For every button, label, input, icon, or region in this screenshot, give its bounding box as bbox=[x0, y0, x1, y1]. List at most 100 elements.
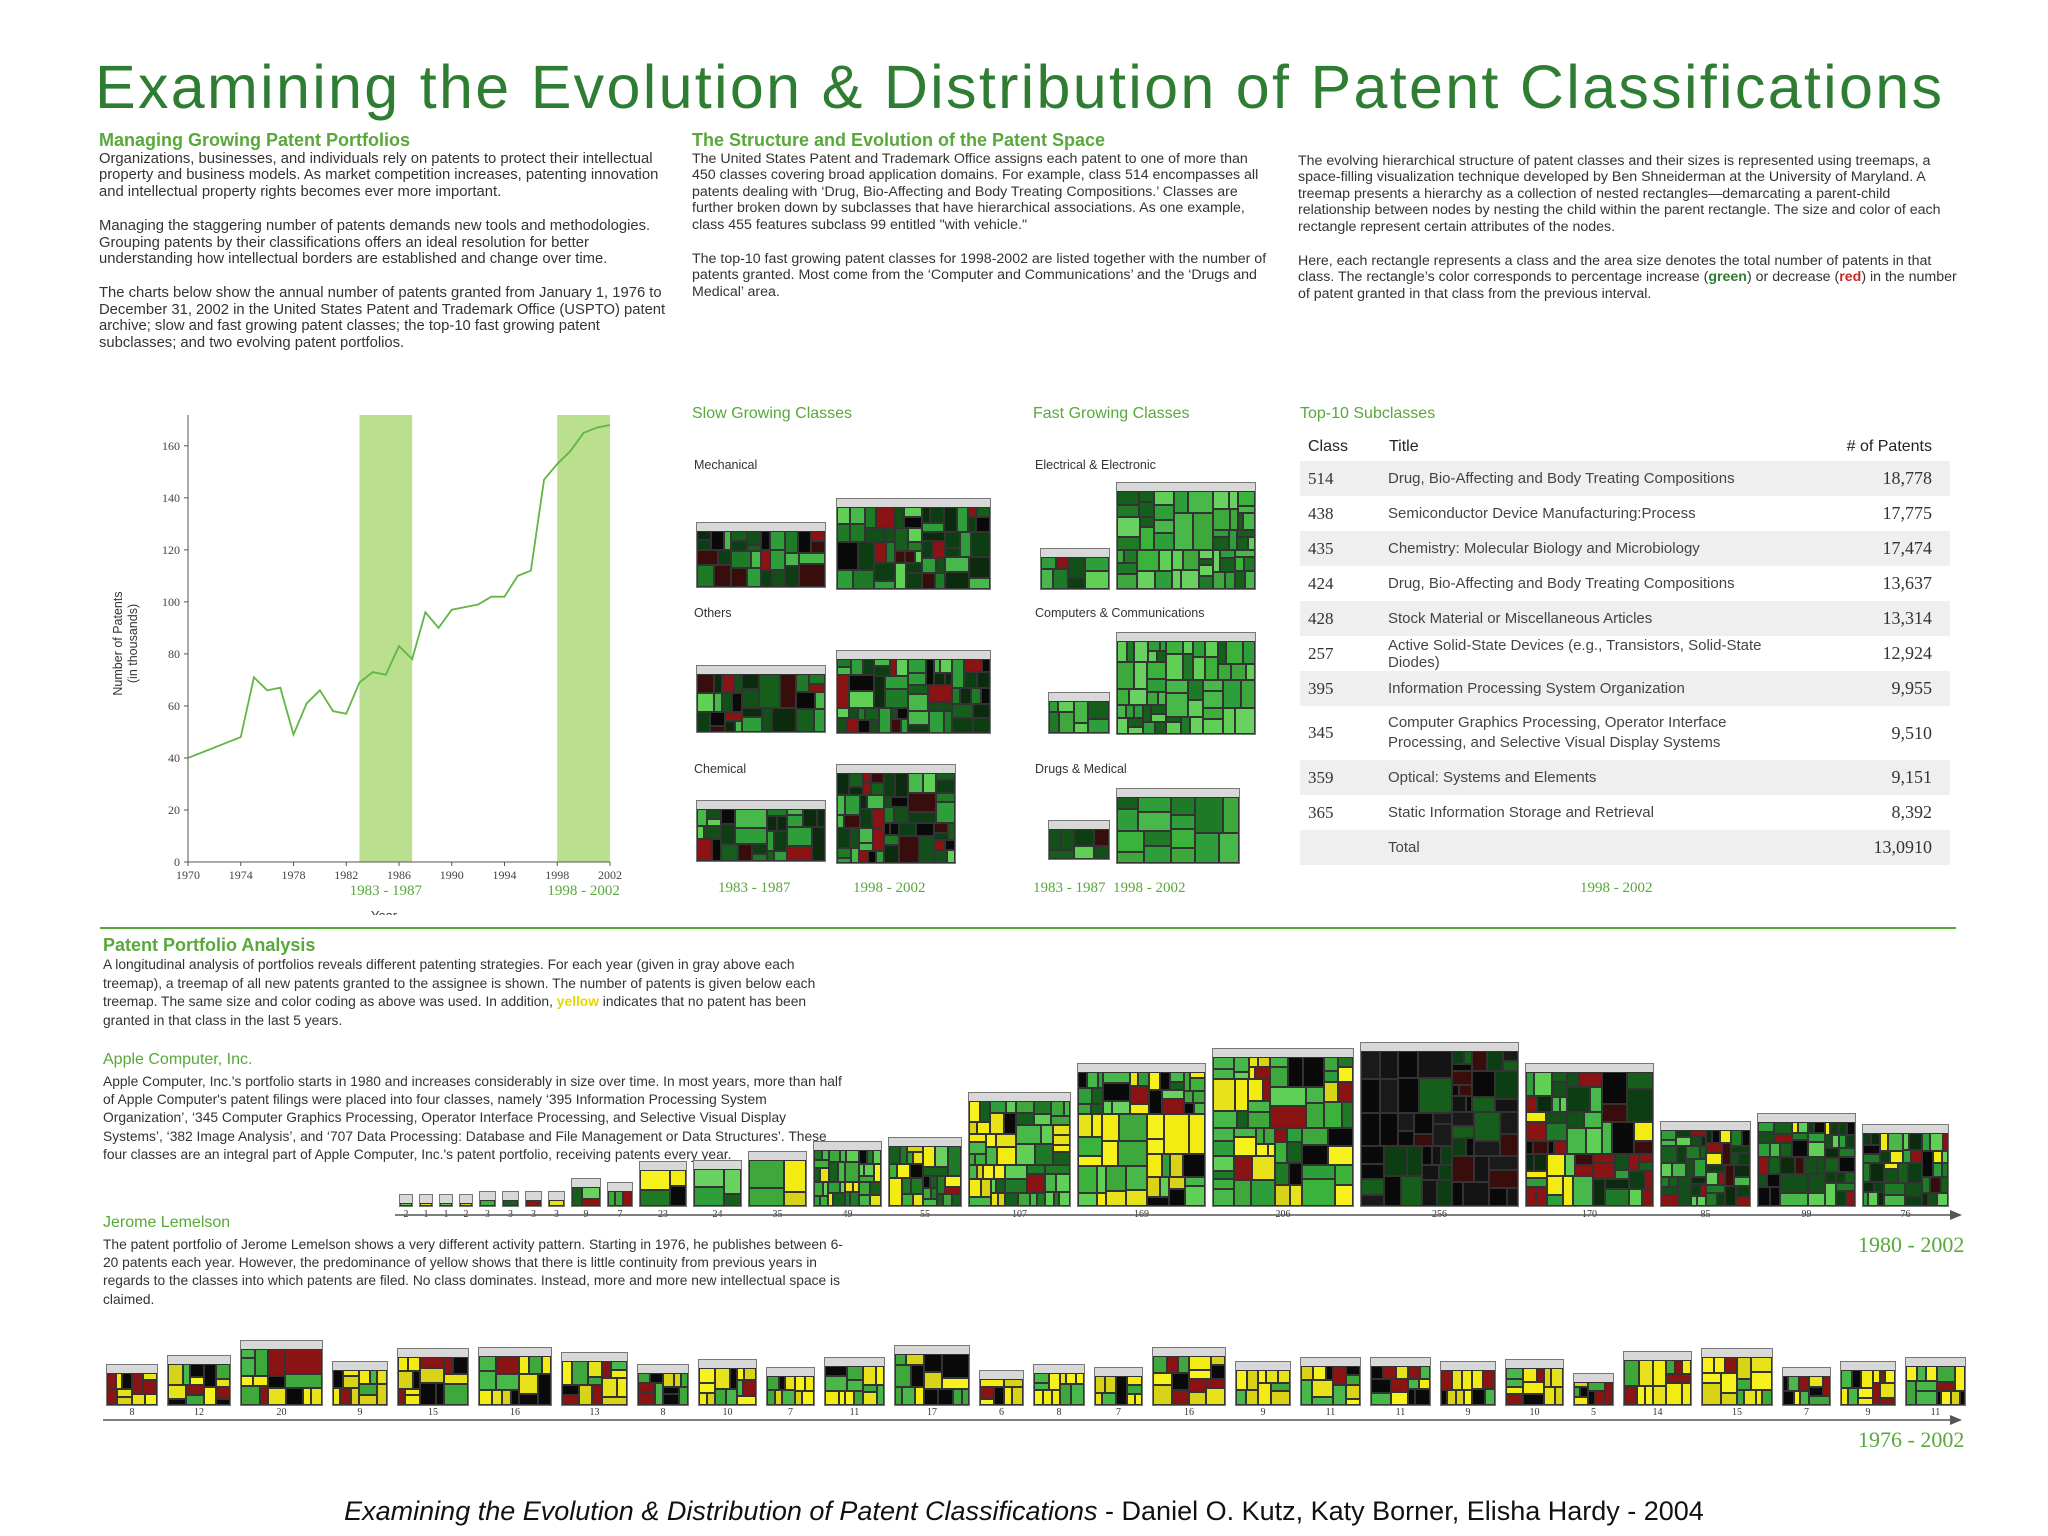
treemap-cell bbox=[1464, 1390, 1472, 1405]
treemap-cell bbox=[1195, 797, 1223, 833]
treemap-cell bbox=[1059, 1192, 1070, 1206]
treemap-cell bbox=[940, 659, 952, 673]
treemap-cell bbox=[1085, 571, 1109, 589]
lemelson-year-treemap bbox=[1573, 1373, 1614, 1406]
treemap-cell bbox=[1653, 1386, 1666, 1405]
treemap-cell bbox=[885, 676, 908, 689]
treemap-cell bbox=[1639, 1154, 1653, 1162]
class-title: Static Information Storage and Retrieval bbox=[1388, 804, 1654, 821]
treemap-cell bbox=[1414, 1113, 1433, 1134]
treemap-cell bbox=[704, 826, 721, 839]
treemap-cell bbox=[1169, 1189, 1185, 1206]
treemap-cell bbox=[1103, 1072, 1130, 1083]
treemap-cell bbox=[1439, 1165, 1452, 1180]
treemap-cell bbox=[697, 693, 714, 712]
treemap-cell bbox=[969, 1142, 986, 1154]
treemap-cell bbox=[930, 507, 944, 523]
treemap-cell bbox=[241, 1386, 260, 1405]
treemap-cell bbox=[1144, 846, 1171, 863]
treemap-cell bbox=[874, 676, 885, 708]
class-title: Optical: Systems and Elements bbox=[1388, 760, 1792, 795]
treemap-cell bbox=[670, 1186, 686, 1206]
treemap-cell bbox=[1105, 1376, 1116, 1393]
treemap-cell bbox=[1823, 1376, 1830, 1396]
treemap-cell bbox=[948, 1146, 961, 1176]
treemap-cell bbox=[840, 1182, 845, 1193]
treemap-cell bbox=[1890, 1151, 1903, 1163]
treemap-cell bbox=[1432, 1146, 1441, 1165]
treemap-cell bbox=[1117, 505, 1139, 517]
treemap-cell bbox=[1041, 557, 1056, 569]
treemap-cell bbox=[436, 1383, 444, 1405]
treemap-cell bbox=[444, 1357, 453, 1374]
treemap-cell bbox=[1758, 1187, 1770, 1206]
fast-drugs-1983 bbox=[1048, 820, 1110, 860]
treemap-cell bbox=[1744, 1390, 1756, 1405]
treemap-cell bbox=[1639, 1360, 1653, 1386]
treemap-cell bbox=[1223, 797, 1239, 833]
treemap-cell bbox=[1839, 1135, 1846, 1148]
apple-year-treemap bbox=[479, 1191, 496, 1207]
lemelson-year-treemap bbox=[637, 1364, 689, 1406]
fast-cat-computers: Computers & Communications bbox=[1035, 606, 1205, 620]
treemap-cell bbox=[588, 1377, 602, 1385]
treemap-cell bbox=[1825, 1158, 1839, 1172]
treemap-cell bbox=[721, 809, 735, 824]
treemap-cell bbox=[960, 532, 971, 557]
treemap-cell bbox=[1043, 1390, 1052, 1405]
treemap-cell bbox=[742, 717, 762, 732]
treemap-cell bbox=[872, 809, 884, 828]
treemap-cell bbox=[1714, 1357, 1725, 1373]
treemap-cell bbox=[1213, 1057, 1234, 1069]
treemap-cell bbox=[1041, 569, 1053, 589]
treemap-cell bbox=[1825, 1135, 1832, 1148]
treemap-cell bbox=[924, 1372, 942, 1389]
treemap-cell bbox=[1151, 705, 1166, 714]
treemap-cell bbox=[1147, 692, 1158, 705]
treemap-cell bbox=[952, 718, 973, 733]
treemap-cell bbox=[1213, 530, 1229, 537]
treemap-cell bbox=[922, 541, 933, 558]
treemap-cell bbox=[1792, 1140, 1808, 1157]
treemap-cell bbox=[1702, 1373, 1721, 1383]
treemap-cell bbox=[1780, 1143, 1792, 1157]
treemap-cell bbox=[1858, 1398, 1873, 1405]
treemap-cell bbox=[377, 1370, 387, 1384]
treemap-cell bbox=[1270, 1057, 1288, 1067]
treemap-cell bbox=[1170, 1072, 1184, 1082]
treemap-cell bbox=[1878, 1192, 1884, 1206]
treemap-cell bbox=[1526, 1171, 1547, 1178]
treemap-cell bbox=[915, 1387, 924, 1405]
treemap-cell bbox=[1441, 1370, 1452, 1390]
treemap-cell bbox=[863, 783, 871, 795]
treemap-cell bbox=[829, 1150, 840, 1162]
treemap-cell bbox=[1605, 1382, 1613, 1405]
apple-year-treemap bbox=[888, 1137, 962, 1207]
treemap-cell bbox=[908, 711, 929, 725]
treemap-cell bbox=[1234, 1137, 1256, 1156]
treemap-cell bbox=[1868, 1192, 1878, 1206]
treemap-cell bbox=[1419, 1379, 1430, 1389]
treemap-cell bbox=[479, 1356, 496, 1371]
treemap-cell bbox=[1489, 1188, 1507, 1206]
treemap-cell bbox=[1905, 1196, 1922, 1206]
apple-year-treemap bbox=[548, 1191, 565, 1207]
lemelson-year-treemap bbox=[1152, 1347, 1226, 1406]
treemap-cell bbox=[863, 1366, 876, 1385]
treemap-cell bbox=[877, 1385, 884, 1405]
treemap-cell bbox=[747, 568, 761, 587]
treemap-cell bbox=[1049, 712, 1059, 733]
treemap-cell bbox=[1193, 1091, 1205, 1103]
apple-year-treemap bbox=[1077, 1063, 1206, 1207]
treemap-cell bbox=[1903, 1150, 1911, 1163]
treemap-cell bbox=[1045, 1174, 1056, 1192]
treemap-cell bbox=[1676, 1130, 1691, 1137]
treemap-cell bbox=[1313, 1366, 1326, 1380]
class-title: Information Processing System Organizati… bbox=[1388, 671, 1792, 706]
treemap-cell bbox=[1117, 550, 1124, 563]
treemap-cell bbox=[1686, 1159, 1694, 1177]
treemap-cell bbox=[1183, 550, 1199, 570]
treemap-cell bbox=[1472, 1389, 1485, 1405]
treemap-cell bbox=[1736, 1186, 1750, 1197]
apple-year-treemap bbox=[639, 1161, 687, 1207]
